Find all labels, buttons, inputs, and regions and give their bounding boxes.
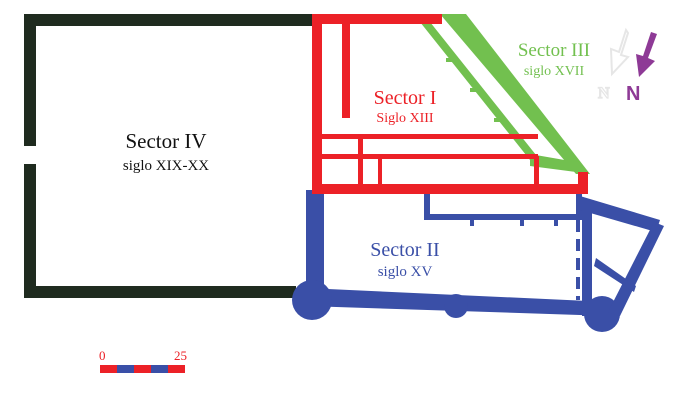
scale-bar-seg-4 (151, 365, 168, 373)
sector-i-name: Sector I (374, 87, 437, 109)
sector-ii-annex-stub (594, 258, 636, 292)
sector-ii-corridor-floor (424, 214, 580, 220)
ghost-north-label: N (598, 85, 610, 102)
sector-iv-period: siglo XIX-XX (123, 158, 209, 174)
scale-end-label: 25 (174, 348, 187, 363)
north-label: N (626, 83, 640, 105)
sector-i-room-divider-3 (534, 156, 539, 188)
sector-ii-nib-3 (554, 220, 558, 226)
sector-i-inner-pillar (342, 22, 350, 118)
scale-bar-seg-2 (117, 365, 134, 373)
sector-ii-period: siglo XV (378, 264, 433, 280)
sector-iii-nib-1 (446, 58, 453, 62)
sector-i-walls (312, 14, 588, 194)
sector-ii-nib-2 (520, 220, 524, 226)
sector-ii-corridor-east (576, 190, 582, 220)
sector-iii-walls (420, 14, 590, 174)
scale-bar-seg-5 (168, 365, 185, 373)
sector-ii-annex-west (582, 198, 592, 316)
sector-iii-wall-inner (420, 22, 540, 160)
sector-ii-walls (292, 190, 664, 332)
sector-i-period: Siglo XIII (376, 111, 434, 126)
sector-ii-tower-middle (444, 294, 468, 318)
sector-ii-annex-north (580, 196, 660, 232)
sector-i-room-divider-2 (378, 156, 382, 188)
sector-i-wall-east-stub (578, 172, 588, 194)
sector-iii-period: siglo XVII (524, 64, 585, 79)
sector-iii-wall-cross (530, 154, 576, 172)
sector-iii-nib-3 (494, 118, 501, 122)
sector-iii-name: Sector III (518, 40, 590, 61)
sector-ii-annex-east (608, 222, 664, 316)
sector-i-inner-horizontal (312, 134, 538, 139)
sector-iv-name: Sector IV (125, 129, 206, 153)
sector-iv-wall-bottom (24, 286, 296, 298)
scale-bar-seg-1 (100, 365, 117, 373)
north-arrow-icon: N (626, 32, 657, 105)
scale-bar-seg-3 (134, 365, 151, 373)
sector-ii-tower-west (292, 280, 332, 320)
sector-ii-nib-1 (470, 220, 474, 226)
sector-i-room-top (312, 154, 538, 159)
sector-ii-corridor-wall (424, 190, 430, 220)
sector-iii-wall-outer (440, 14, 590, 174)
north-arrow-shape (636, 32, 657, 77)
sector-i-room-divider-1 (358, 134, 363, 188)
sector-iv-walls (24, 14, 318, 298)
scale-bar: 0 25 (99, 348, 187, 373)
scale-start-label: 0 (99, 348, 106, 363)
ghost-arrow-shape (609, 27, 630, 77)
sector-ii-wall-west (306, 190, 324, 302)
sector-iv-doorway (24, 146, 36, 164)
sector-ii-name: Sector II (370, 239, 439, 261)
sector-i-wall-top (312, 14, 442, 24)
ghost-north-arrow-icon: N (597, 27, 630, 103)
sector-ii-tower-east (584, 296, 620, 332)
sector-i-wall-bottom (312, 184, 588, 194)
sector-i-wall-left (312, 14, 322, 192)
sector-iii-nib-2 (470, 88, 477, 92)
sector-iv-wall-top (24, 14, 318, 26)
